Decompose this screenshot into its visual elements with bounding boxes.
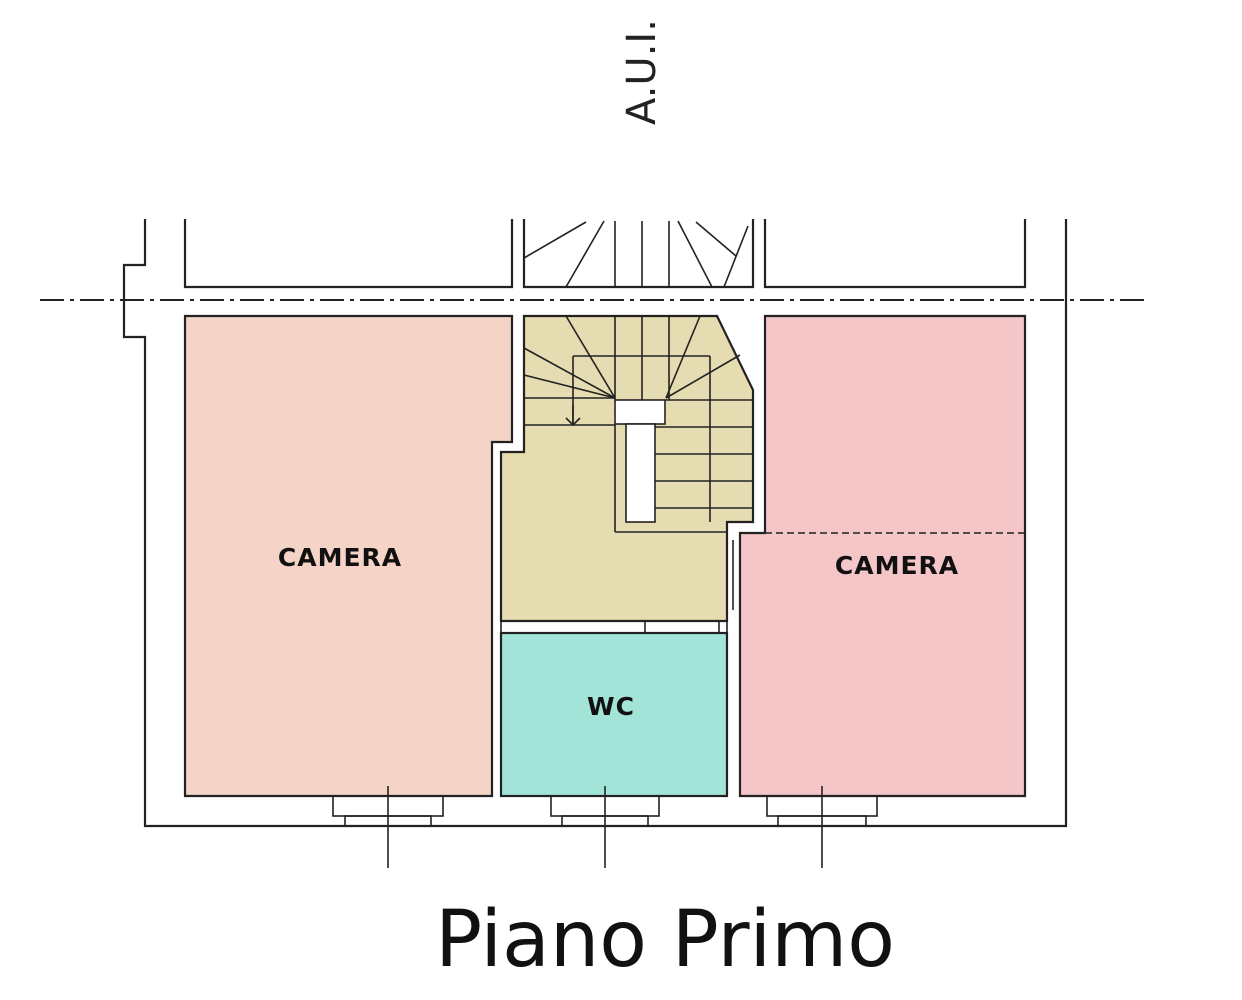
staircase xyxy=(523,315,753,533)
plan-title: Piano Primo xyxy=(435,895,895,985)
room-wc xyxy=(501,633,727,796)
windows xyxy=(332,786,878,868)
upper-rooms xyxy=(183,219,1027,289)
room-camera-left xyxy=(185,316,512,796)
top-label: A.U.I. xyxy=(619,19,665,125)
room-label-wc: WC xyxy=(587,692,635,721)
outer-walls xyxy=(122,219,1068,828)
room-label-camera-left: CAMERA xyxy=(278,543,402,572)
room-label-camera-right: CAMERA xyxy=(835,551,959,580)
room-camera-right xyxy=(740,316,1025,796)
